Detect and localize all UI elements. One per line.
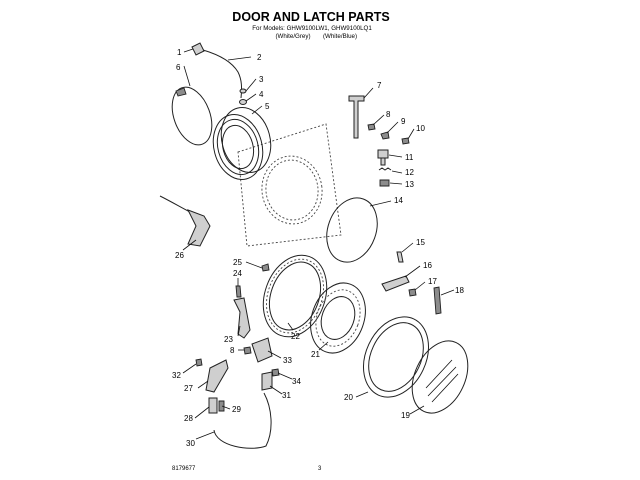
callout-26: 26 xyxy=(175,251,184,260)
callout-8-lower: 8 xyxy=(230,346,235,355)
part-25-screw xyxy=(261,263,270,272)
doc-number: 8179677 xyxy=(172,466,196,472)
callout-24: 24 xyxy=(233,269,242,278)
callout-30: 30 xyxy=(186,439,195,448)
callout-20: 20 xyxy=(344,393,353,402)
part-30-door-strap xyxy=(213,392,272,449)
part-1-clamp xyxy=(191,42,205,56)
part-27-hinge-block xyxy=(205,359,229,393)
color-white-blue: (White/Blue) xyxy=(323,33,357,40)
callout-13: 13 xyxy=(405,180,414,189)
callout-12: 12 xyxy=(405,168,414,177)
part-26-hinge xyxy=(159,195,211,247)
part-14-glass-panel xyxy=(326,197,378,263)
callout-18: 18 xyxy=(455,286,464,295)
part-29-clip xyxy=(218,400,225,412)
callout-5: 5 xyxy=(265,102,270,111)
callout-21: 21 xyxy=(311,350,320,359)
part-8-screw-lower xyxy=(243,346,252,355)
part-18-strip xyxy=(433,286,442,315)
part-19-outer-glass xyxy=(411,340,469,414)
part-32-screw xyxy=(195,358,203,367)
callout-2: 2 xyxy=(257,53,262,62)
part-23-hinge-arm xyxy=(233,297,251,339)
callout-27: 27 xyxy=(184,384,193,393)
part-12-spring xyxy=(378,167,392,171)
part-6-ring xyxy=(171,86,213,146)
part-13-nut xyxy=(379,179,390,187)
part-33-hinge-plate xyxy=(251,337,273,363)
callout-11: 11 xyxy=(405,153,414,162)
callout-22: 22 xyxy=(291,332,300,341)
callout-6: 6 xyxy=(176,63,181,72)
callout-labels: 1 2 3 4 5 6 7 8 9 10 11 12 13 14 15 16 1… xyxy=(172,48,464,448)
callout-9: 9 xyxy=(401,117,406,126)
models-line: For Models: GHW9100LW1, GHW9100LQ1 xyxy=(252,25,372,32)
color-white-grey: (White/Grey) xyxy=(275,33,310,40)
part-10-screw xyxy=(401,137,410,145)
part-17-screw xyxy=(408,288,417,297)
part-31-lock-block xyxy=(261,371,273,391)
part-15-catch xyxy=(396,251,404,263)
callout-17: 17 xyxy=(428,277,437,286)
callout-29: 29 xyxy=(232,405,241,414)
part-24-pin xyxy=(235,285,242,298)
leader-lines xyxy=(182,48,455,440)
callout-31: 31 xyxy=(282,391,291,400)
callout-19: 19 xyxy=(401,411,410,420)
part-11-latch xyxy=(377,149,389,166)
front-panel-outline xyxy=(237,123,342,247)
part-22-door-frame xyxy=(262,254,328,338)
part-7-latch-bracket xyxy=(348,95,365,139)
part-4-washer xyxy=(239,99,247,105)
part-28-bracket xyxy=(208,397,218,414)
callout-4: 4 xyxy=(259,90,264,99)
callout-23: 23 xyxy=(224,335,233,344)
callout-3: 3 xyxy=(259,75,264,84)
callout-8: 8 xyxy=(386,110,391,119)
callout-7: 7 xyxy=(377,81,382,90)
callout-15: 15 xyxy=(416,238,425,247)
part-3-washer xyxy=(239,88,247,94)
part-5-door-seal xyxy=(212,107,272,180)
part-34-screw xyxy=(271,368,280,377)
callout-34: 34 xyxy=(292,377,301,386)
part-20-outer-ring xyxy=(363,316,429,398)
part-9-screw xyxy=(380,131,390,140)
callout-33: 33 xyxy=(283,356,292,365)
callout-14: 14 xyxy=(394,196,403,205)
callout-10: 10 xyxy=(416,124,425,133)
callout-28: 28 xyxy=(184,414,193,423)
callout-25: 25 xyxy=(233,258,242,267)
callout-32: 32 xyxy=(172,371,181,380)
part-16-handle-lever xyxy=(381,275,410,292)
part-21-door-shell xyxy=(310,282,366,354)
part-8-screw xyxy=(367,123,376,131)
part-6-clip xyxy=(175,87,187,97)
page-number: 3 xyxy=(318,466,322,472)
callout-16: 16 xyxy=(423,261,432,270)
page-title: DOOR AND LATCH PARTS xyxy=(232,10,389,24)
part-2-hose xyxy=(202,49,243,99)
callout-1: 1 xyxy=(177,48,182,57)
